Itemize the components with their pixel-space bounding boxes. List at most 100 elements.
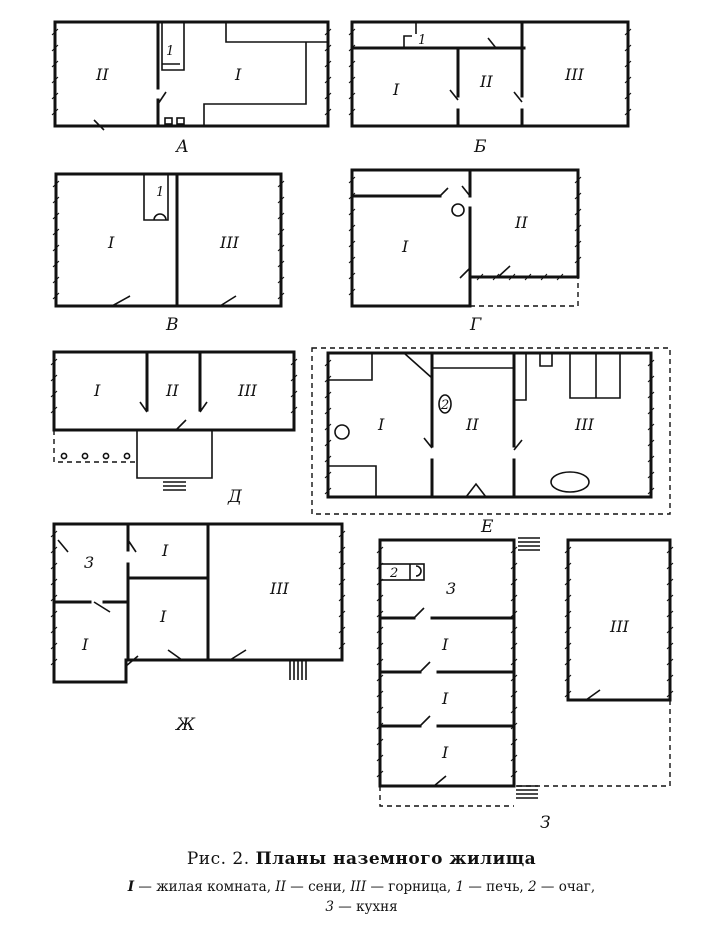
wall-hatch-tick [348, 92, 356, 100]
wall-hatch-tick [564, 642, 572, 650]
wall-hatch-tick [50, 562, 58, 570]
wall-hatch-tick [376, 594, 384, 602]
wall-hatch-tick [666, 562, 674, 570]
wall-hatch-tick [324, 60, 332, 68]
wall-hatch-tick [52, 180, 60, 188]
wall-hatch-tick [50, 358, 58, 366]
wall-hatch-tick [376, 738, 384, 746]
wall-hatch-tick [624, 92, 632, 100]
wall-hatch-tick [348, 224, 356, 232]
wall-hatch-tick [376, 722, 384, 730]
plan-zh-room-4: I [159, 607, 167, 626]
wall-hatch-tick [50, 546, 58, 554]
wall-hatch-tick [50, 658, 58, 666]
wall-hatch-tick [647, 375, 655, 383]
wall-hatch-tick [338, 562, 346, 570]
wall-hatch-tick [574, 192, 582, 200]
wall-hatch-tick [277, 292, 285, 300]
wall-hatch-tick [52, 228, 60, 236]
wall-hatch-tick [348, 192, 356, 200]
legend-key-2: II [275, 879, 286, 895]
wall-hatch-tick [50, 610, 58, 618]
wall-hatch-tick [277, 180, 285, 188]
wall-hatch-tick [52, 292, 60, 300]
plan-e-hearth-label: 2 [440, 398, 449, 413]
wall-hatch-tick [324, 423, 332, 431]
plan-g: I II Г [350, 168, 580, 335]
wall-hatch-tick [666, 578, 674, 586]
wall-hatch-tick [510, 722, 518, 730]
wall-hatch-tick [50, 642, 58, 650]
plan-e-room-3: III [574, 415, 595, 434]
wall-hatch-tick [50, 374, 58, 382]
wall-hatch-tick [376, 690, 384, 698]
wall-hatch-tick [338, 626, 346, 634]
legend-key-3: III [350, 879, 367, 895]
wall-hatch-tick [290, 390, 298, 398]
plan-v-room-2: III [219, 233, 240, 252]
wall-hatch-tick [666, 674, 674, 682]
wall-hatch-tick [574, 224, 582, 232]
wall-hatch-tick [564, 626, 572, 634]
wall-hatch-tick [338, 610, 346, 618]
wall-hatch-tick [324, 108, 332, 116]
wall-hatching [50, 28, 674, 778]
plan-b-room-1: I [392, 80, 400, 99]
wall-hatch-tick [376, 658, 384, 666]
wall-hatch-tick [666, 658, 674, 666]
wall-hatch-tick [564, 594, 572, 602]
wall-hatch-tick [277, 212, 285, 220]
wall-hatch-tick [624, 44, 632, 52]
wall-hatch-tick [348, 44, 356, 52]
plan-z-hearth-label: 2 [389, 566, 398, 581]
plan-b-letter: Б [473, 137, 487, 157]
plan-zh-room-1: 3 [84, 553, 94, 572]
wall-hatch-tick [492, 273, 500, 281]
wall-hatch-tick [50, 594, 58, 602]
wall-hatch-tick [324, 28, 332, 36]
plan-e-letter: Е [480, 517, 494, 537]
wall-hatch-tick [564, 578, 572, 586]
wall-hatch-tick [50, 626, 58, 634]
wall-hatch-tick [510, 642, 518, 650]
wall-hatch-tick [624, 76, 632, 84]
wall-hatch-tick [666, 626, 674, 634]
legend-key-6: 3 [325, 899, 334, 915]
wall-hatch-tick [277, 228, 285, 236]
wall-hatch-tick [338, 546, 346, 554]
wall-hatch-tick [510, 610, 518, 618]
wall-hatch-tick [348, 288, 356, 296]
plan-g-room-2: II [514, 213, 528, 232]
wall-hatch-tick [348, 108, 356, 116]
plan-b-room-3: III [564, 65, 585, 84]
wall-hatch-tick [52, 196, 60, 204]
wall-hatch-tick [51, 76, 59, 84]
wall-hatch-tick [324, 375, 332, 383]
plan-a-letter: А [175, 137, 189, 157]
wall-hatch-tick [51, 44, 59, 52]
wall-hatch-tick [324, 44, 332, 52]
plan-zh: 3 I I I III Ж [52, 522, 344, 735]
wall-hatch-tick [666, 610, 674, 618]
wall-hatch-tick [324, 407, 332, 415]
plan-g-letter: Г [469, 315, 482, 335]
wall-hatch-tick [564, 610, 572, 618]
plan-d-letter: Д [227, 487, 243, 507]
wall-hatch-tick [50, 390, 58, 398]
wall-hatch-tick [564, 658, 572, 666]
wall-hatch-tick [376, 610, 384, 618]
plan-z-room-2: I [441, 635, 449, 654]
wall-hatch-tick [510, 706, 518, 714]
plan-zh-room-5: III [269, 579, 290, 598]
wall-hatch-tick [666, 546, 674, 554]
wall-hatch-tick [647, 487, 655, 495]
wall-hatch-tick [324, 92, 332, 100]
plan-zh-letter: Ж [175, 715, 196, 735]
wall-hatch-tick [624, 60, 632, 68]
plan-g-room-1: I [401, 237, 409, 256]
wall-hatch-tick [51, 92, 59, 100]
wall-hatch-tick [324, 487, 332, 495]
plan-z-room-1: 3 [446, 579, 456, 598]
wall-hatch-tick [647, 423, 655, 431]
wall-hatch-tick [647, 407, 655, 415]
